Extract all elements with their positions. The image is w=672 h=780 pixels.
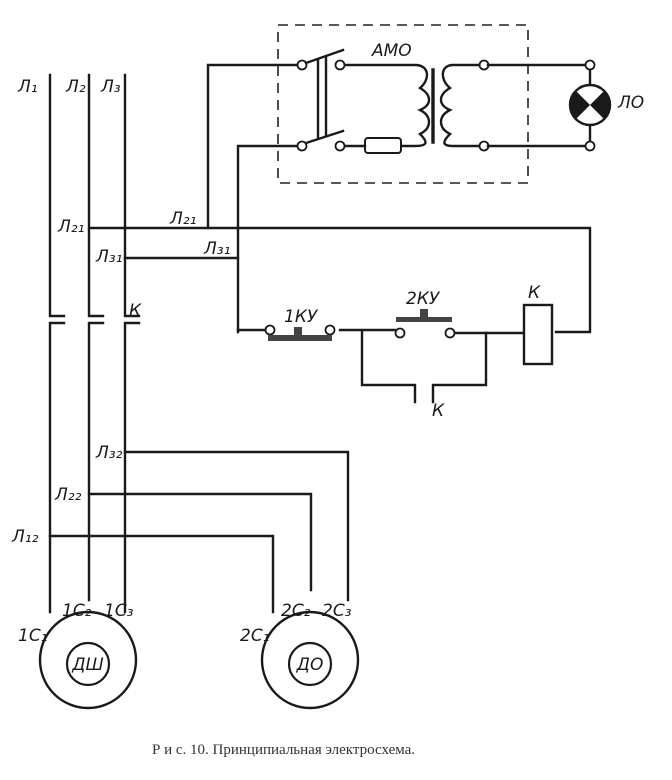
wire-k-contact-left [360, 330, 417, 404]
label-2C2: 2С₂ [281, 601, 311, 621]
wire-to-lamp [486, 63, 590, 148]
label-L21-right: Л₂₁ [169, 209, 196, 229]
button-1ku-knob [294, 327, 302, 335]
wire-to-amo-bottom [236, 144, 302, 334]
line-L1-upper [48, 73, 66, 318]
button-2ku-knob [420, 309, 428, 317]
label-K-coil: К [528, 283, 541, 303]
label-motor-do: ДО [296, 655, 324, 675]
schematic-element [584, 140, 596, 152]
schematic-element [590, 91, 610, 119]
schematic-element [296, 140, 308, 152]
button-1ku-bar [268, 335, 332, 341]
terminal [324, 324, 336, 336]
label-2KU: 2КУ [406, 289, 441, 309]
terminal [394, 327, 406, 339]
label-L22: Л₂₂ [54, 485, 82, 505]
label-L31-left: Л₃₁ [95, 247, 122, 267]
label-1C2: 1С₂ [62, 601, 92, 621]
label-2C1: 2С₁ [240, 626, 270, 646]
label-AMO: АМО [371, 41, 412, 61]
line-L2-upper [87, 73, 105, 318]
relay-coil-K [522, 303, 554, 366]
transformer-primary [343, 63, 431, 148]
lamp-icon [568, 83, 612, 127]
line-L1-lower [48, 321, 66, 614]
wire-L21 [87, 226, 592, 334]
label-1KU: 1КУ [284, 307, 319, 327]
label-LO: ЛО [617, 93, 644, 113]
schematic-element [334, 140, 346, 152]
motor-dsh [38, 610, 138, 710]
line-L3-upper [123, 73, 141, 318]
main-lines [48, 73, 141, 614]
label-L12: Л₁₂ [11, 527, 39, 547]
schematic-element [296, 59, 308, 71]
label-L1: Л₁ [17, 77, 38, 97]
wire-k-contact-right [431, 331, 488, 404]
button-2ku-bar [396, 317, 452, 322]
figure-caption: Р и с. 10. Принципиальная электросхема. [152, 742, 415, 758]
label-2C3: 2С₃ [322, 601, 352, 621]
label-1C1: 1С₁ [18, 626, 48, 646]
label-L2: Л₂ [65, 77, 86, 97]
schematic-element [570, 91, 590, 119]
wire-to-amo-top [206, 63, 302, 230]
amo-enclosure [277, 24, 529, 184]
wire-L32 [123, 450, 350, 602]
label-K-contact: К [432, 401, 445, 421]
label-L3: Л₃ [100, 77, 121, 97]
terminal [264, 324, 276, 336]
label-motor-dsh: ДШ [71, 655, 103, 675]
schematic-element [334, 59, 346, 71]
line-L3-lower [123, 321, 141, 614]
transformer-secondary [439, 63, 486, 148]
switch-linkage [316, 56, 328, 139]
line-L2-lower [87, 321, 105, 602]
wire-L12 [48, 534, 275, 614]
label-L31-right: Л₃₁ [203, 239, 230, 259]
label-K-line: К [129, 301, 142, 321]
terminal [444, 327, 456, 339]
label-L21-left: Л₂₁ [57, 217, 84, 237]
wire-L22 [87, 492, 313, 592]
schematic-element [584, 59, 596, 71]
label-1C3: 1С₃ [104, 601, 134, 621]
motor-do [260, 610, 360, 710]
switch-blade-bottom [304, 129, 345, 145]
schematic-element [287, 641, 333, 687]
switch-blade-top [304, 48, 345, 65]
label-L32: Л₃₂ [95, 443, 123, 463]
schematic-element [65, 641, 111, 687]
fuse [364, 137, 402, 154]
